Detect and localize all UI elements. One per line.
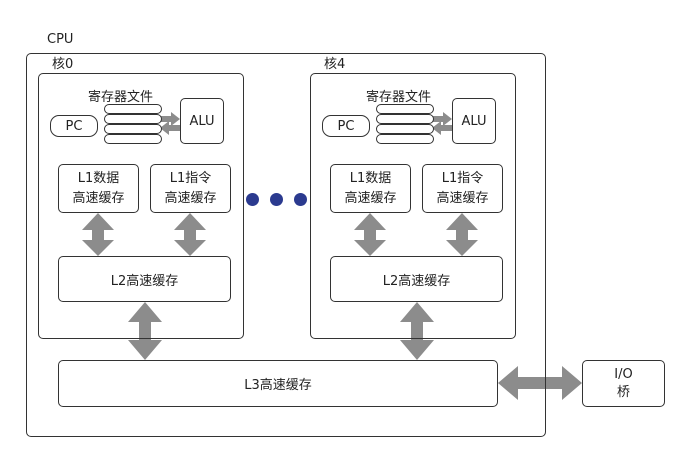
l2-l3-arrows [128, 302, 434, 360]
l3-cache: L3高速缓存 [58, 360, 498, 407]
core-left-box [38, 73, 244, 339]
core-right-title: 核4 [324, 57, 346, 72]
l1-data-line2-right: 高速缓存 [344, 190, 397, 206]
l2-cache-left: L2高速缓存 [58, 256, 231, 302]
l1-instr-line2-right: 高速缓存 [436, 190, 489, 206]
arrow-to-alu-left [160, 112, 180, 126]
l1i-l2-arrow-right [446, 213, 478, 256]
l1d-l2-arrow-right [354, 213, 386, 256]
core-left-title: 核0 [52, 57, 74, 72]
l2-l3-arrow-right [400, 302, 434, 360]
l1-data-cache-left: L1数据 高速缓存 [58, 164, 139, 213]
pc-register-left: PC [50, 115, 98, 137]
l2-cache-right: L2高速缓存 [330, 256, 503, 302]
ellipsis-dot-1 [246, 193, 259, 206]
register-file-label-right: 寄存器文件 [366, 90, 432, 105]
cpu-label: CPU [47, 32, 74, 47]
l1i-l2-arrow-left [174, 213, 206, 256]
register-file-label-left: 寄存器文件 [88, 90, 154, 105]
pc-register-right: PC [322, 115, 370, 137]
ellipsis-dot-3 [294, 193, 307, 206]
l1-l2-arrows [82, 213, 478, 256]
arrow-from-alu-right [432, 121, 452, 135]
l1-data-line2-left: 高速缓存 [72, 190, 125, 206]
ellipsis-dot-2 [270, 193, 283, 206]
reg-to-alu-arrows-left [160, 112, 180, 135]
l1-data-line1-right: L1数据 [349, 170, 392, 186]
l3-io-arrow [498, 366, 582, 400]
core-right-box [310, 73, 516, 339]
l2-l3-arrow-left [128, 302, 162, 360]
arrow-to-alu-right [432, 112, 452, 126]
reg-to-alu-arrows-right [432, 112, 452, 135]
alu-left: ALU [180, 98, 224, 144]
l1-data-line1-left: L1数据 [77, 170, 120, 186]
l1d-l2-arrow-left [82, 213, 114, 256]
l1-data-cache-right: L1数据 高速缓存 [330, 164, 411, 213]
l1-instr-line2-left: 高速缓存 [164, 190, 217, 206]
l1-instr-cache-right: L1指令 高速缓存 [422, 164, 503, 213]
io-bridge-line2: 桥 [616, 384, 630, 400]
l1-instr-line1-right: L1指令 [441, 170, 484, 186]
l1-instr-cache-left: L1指令 高速缓存 [150, 164, 231, 213]
l1-instr-line1-left: L1指令 [169, 170, 212, 186]
cpu-box [26, 53, 546, 437]
alu-right: ALU [452, 98, 496, 144]
io-bridge-line1: I/O [614, 366, 633, 382]
arrow-from-alu-left [160, 121, 180, 135]
io-bridge: I/O 桥 [582, 360, 665, 407]
